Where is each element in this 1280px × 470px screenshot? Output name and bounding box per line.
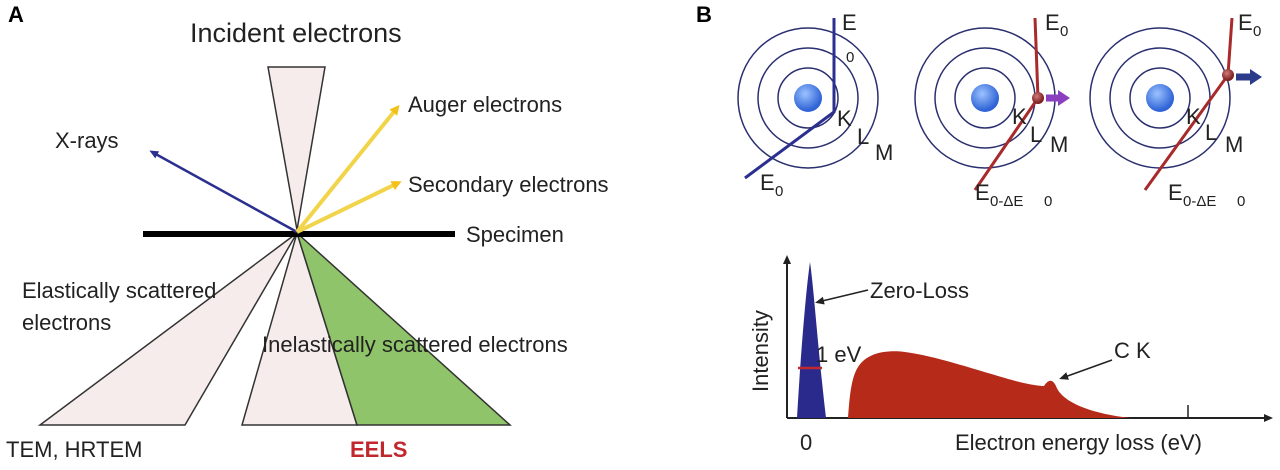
edge-label: C K (1114, 338, 1151, 363)
atom-diagram-3: E 0 E 0-ΔE 0 K L M (1089, 10, 1262, 210)
inelastic-scatter-cone (295, 230, 512, 426)
ejection-arrowhead (1058, 90, 1070, 106)
beam-out-label: E (1168, 180, 1183, 205)
ejected-electron (1032, 92, 1044, 104)
zero-loss-peak (797, 262, 826, 418)
shell-m-ring (737, 27, 879, 169)
ejection-arrowhead (1250, 69, 1262, 85)
atom-diagram-2: E 0 E 0-ΔE 0 K L M (914, 10, 1070, 210)
secondary-label: Secondary electrons (408, 172, 609, 197)
edge-pointer (1059, 359, 1113, 380)
incident-electrons-label: Incident electrons (190, 18, 402, 48)
inelastic-label: Inelastically scattered electrons (262, 332, 568, 357)
secondary-arrow (296, 181, 402, 234)
shell-m-label: M (875, 140, 893, 165)
beam-e-label: E (1238, 10, 1253, 35)
beam-e-label: E (842, 10, 857, 35)
beam-e-subscript: 0 (1253, 23, 1261, 40)
beam-e0-label: E (760, 170, 775, 195)
beam-e-subscript: 0 (846, 49, 854, 66)
eels-label: EELS (350, 437, 407, 462)
shell-k-label: K (837, 106, 852, 131)
beam-out-subscript: 0-ΔE (1183, 193, 1216, 210)
shell-k-ring (954, 67, 1016, 129)
specimen-label: Specimen (466, 222, 564, 247)
tem-label: TEM, HRTEM (6, 437, 142, 462)
beam-e-label: E (1045, 10, 1060, 35)
auger-label: Auger electrons (408, 92, 562, 117)
beam-e0-subscript: 0 (775, 183, 783, 200)
eels-spectrum: Zero-Loss 1 eV C K 0 Electron energy los… (748, 255, 1273, 455)
electron-path (744, 18, 836, 180)
x-tick-label: 0 (800, 430, 812, 455)
shell-l-label: L (1205, 120, 1217, 145)
shell-l-label: L (1030, 122, 1042, 147)
ejected-electron (1222, 69, 1234, 81)
shell-k-ring (1129, 67, 1191, 129)
shell-k-ring (777, 67, 839, 129)
beam-out-subscript-2: 0 (1237, 193, 1245, 210)
shell-k-label: K (1012, 104, 1027, 129)
nucleus (794, 84, 822, 112)
beam-e-subscript: 0 (1060, 23, 1068, 40)
core-loss-edge-shape (848, 351, 1130, 418)
x-axis-label: Electron energy loss (eV) (955, 430, 1202, 455)
elastic-scatter-cone (37, 232, 298, 426)
zero-loss-label: Zero-Loss (870, 278, 969, 303)
beam-out-subscript: 0-ΔE (990, 193, 1023, 210)
shell-l-label: L (857, 124, 869, 149)
xray-arrow (149, 150, 298, 234)
auger-arrow (295, 104, 400, 234)
fwhm-label: 1 eV (816, 342, 862, 367)
panel-a-label: A (8, 2, 24, 27)
beam-out-label: E (975, 180, 990, 205)
elastic-label-line2: electrons (22, 310, 111, 335)
incident-beam-cone (267, 66, 326, 231)
shell-l-ring (757, 47, 859, 149)
shell-m-label: M (1050, 132, 1068, 157)
shell-m-label: M (1225, 132, 1243, 157)
atom-diagram-1: E 0 E 0 K L M (737, 10, 893, 200)
zero-loss-pointer (815, 289, 869, 305)
nucleus (971, 84, 999, 112)
panel-b-label: B (696, 2, 712, 27)
beam-out-subscript-2: 0 (1044, 193, 1052, 210)
shell-k-label: K (1186, 104, 1201, 129)
nucleus (1146, 84, 1174, 112)
elastic-label-line1: Elastically scattered (22, 278, 216, 303)
y-axis-label: Intensity (748, 310, 773, 392)
xray-label: X-rays (55, 128, 119, 153)
